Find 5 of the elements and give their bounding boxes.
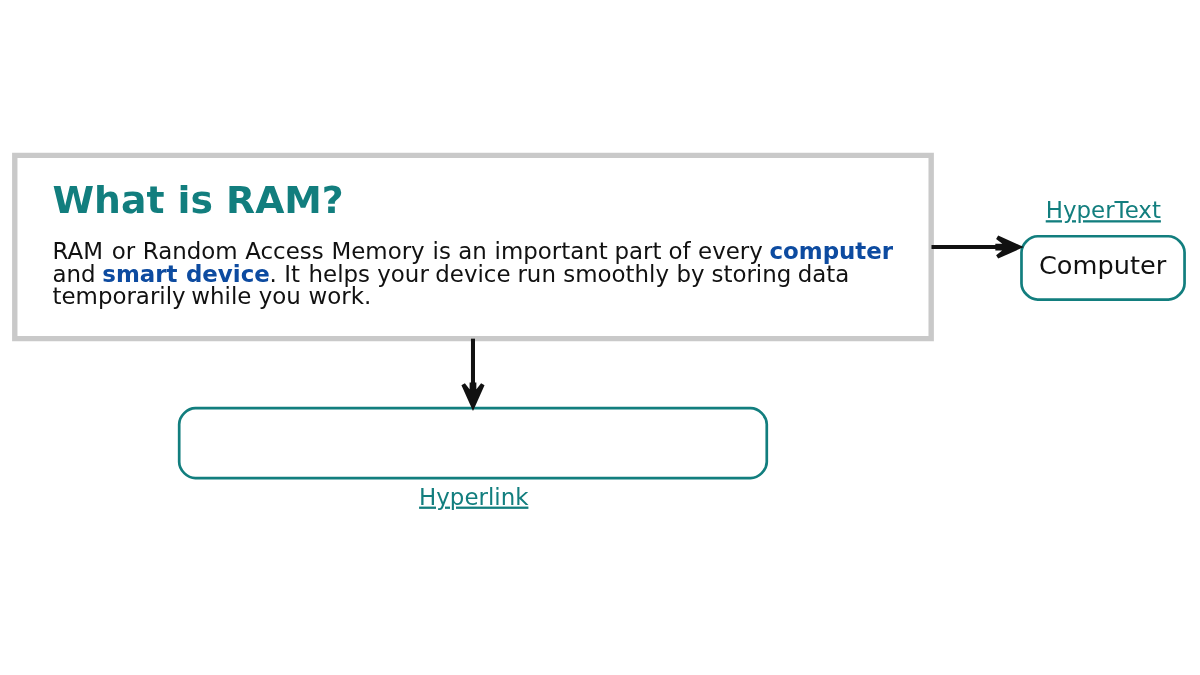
node-label: HyperText: [1045, 196, 1161, 223]
arrow: [931, 234, 1021, 259]
node-label: Hyperlink: [419, 483, 529, 510]
node-box: What is RAM? RAM or Random Access Memory is an important part of every computer and smart device. It helps your device run smoothly by storing data temporarily while you work.: [12, 152, 934, 341]
arrow: [461, 338, 485, 408]
